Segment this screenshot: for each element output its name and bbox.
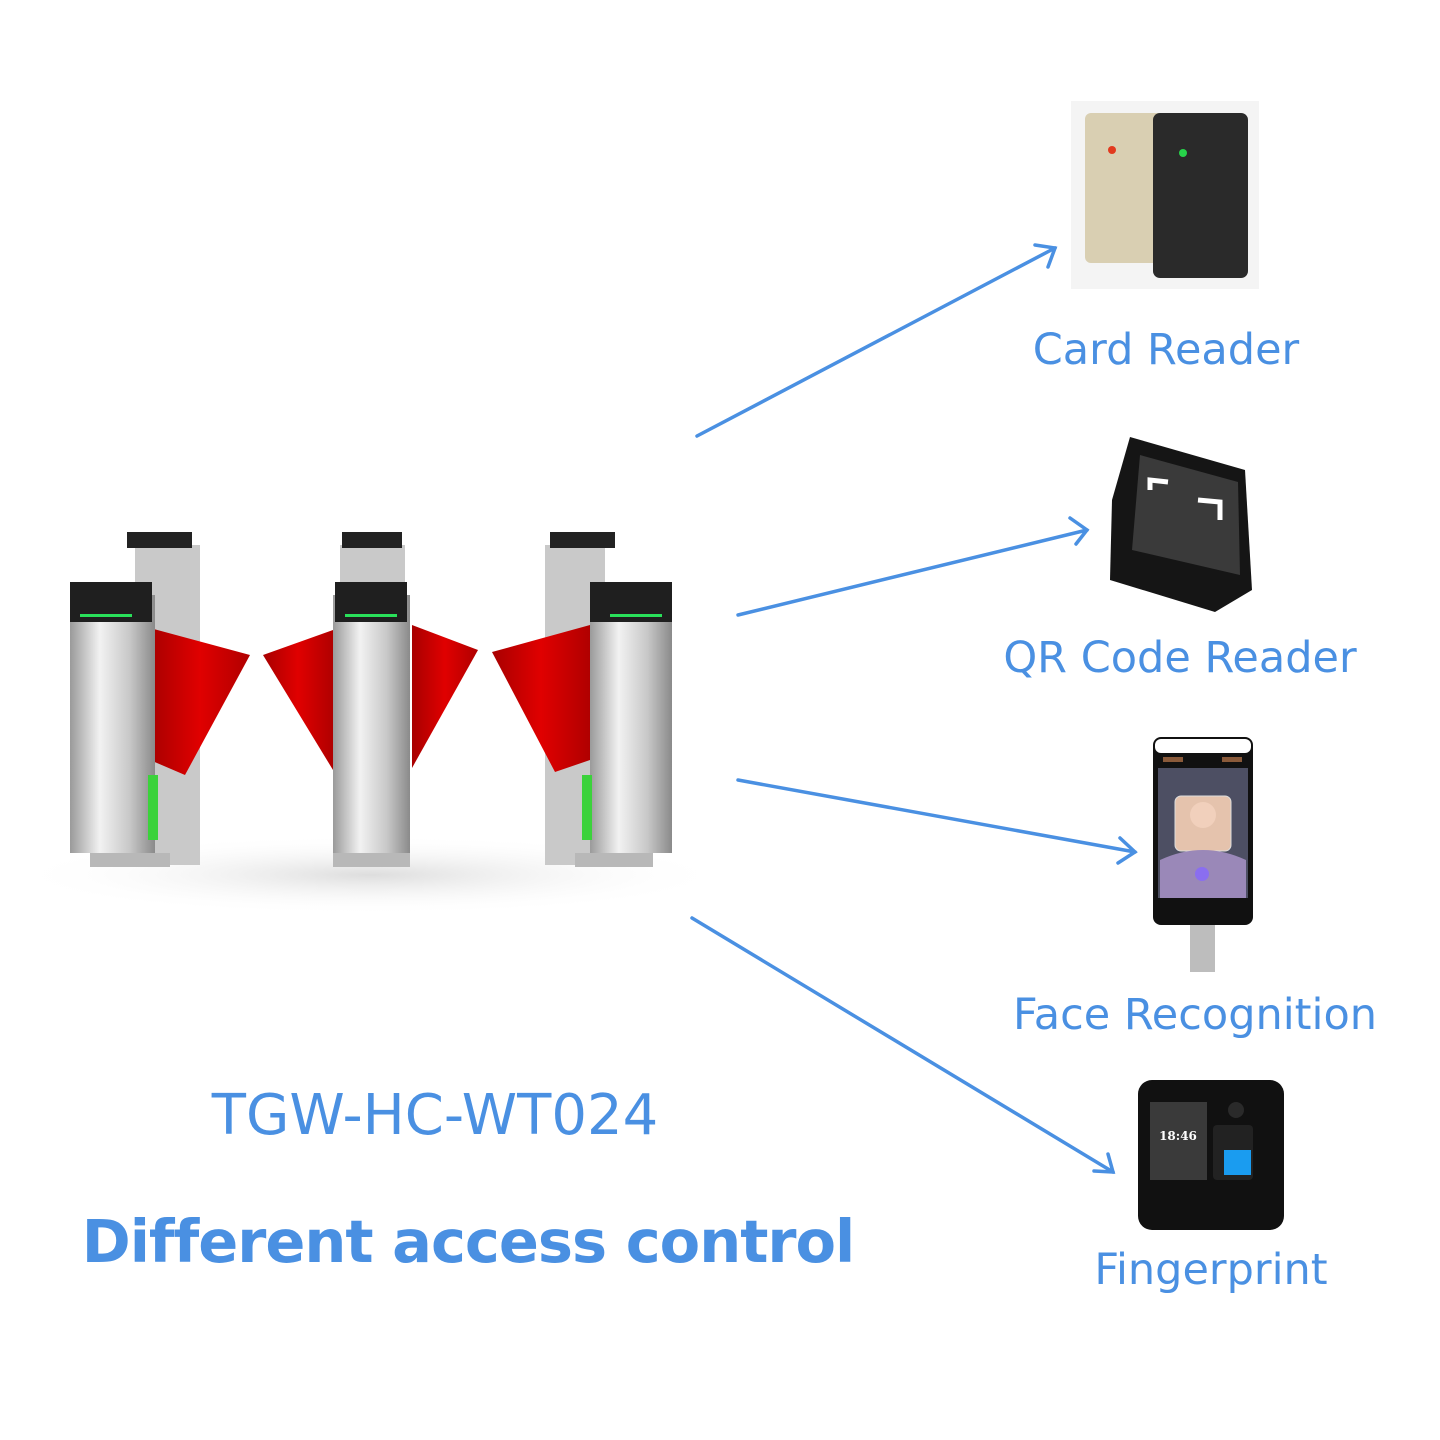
face-recognition-terminal-icon [1153, 737, 1253, 972]
arrow-to-card-reader [695, 243, 1058, 438]
qr-code-reader-icon [1110, 437, 1252, 612]
card-reader-label: Card Reader [1032, 325, 1300, 375]
gate-wing [492, 625, 590, 772]
card-reader-icon [1071, 101, 1259, 289]
fingerprint-terminal-icon: 18:46 [1138, 1080, 1284, 1230]
gate-wing [412, 625, 478, 768]
arrow-to-qr-code-reader [736, 516, 1090, 617]
face-recognition-label: Face Recognition [1012, 990, 1378, 1040]
product-model-number: TGW-HC-WT024 [211, 1083, 659, 1148]
arrow-to-face-recognition [736, 778, 1138, 865]
gate-wing [150, 628, 250, 775]
gate-wing [263, 630, 333, 770]
fingerprint-label: Fingerprint [1094, 1245, 1328, 1295]
fingerprint-screen-time: 18:46 [1159, 1129, 1197, 1143]
turnstile-gate-image [10, 532, 730, 915]
qr-code-reader-label: QR Code Reader [1003, 633, 1357, 683]
product-tagline: Different access control [81, 1207, 856, 1276]
arrow-to-fingerprint [690, 916, 1116, 1174]
